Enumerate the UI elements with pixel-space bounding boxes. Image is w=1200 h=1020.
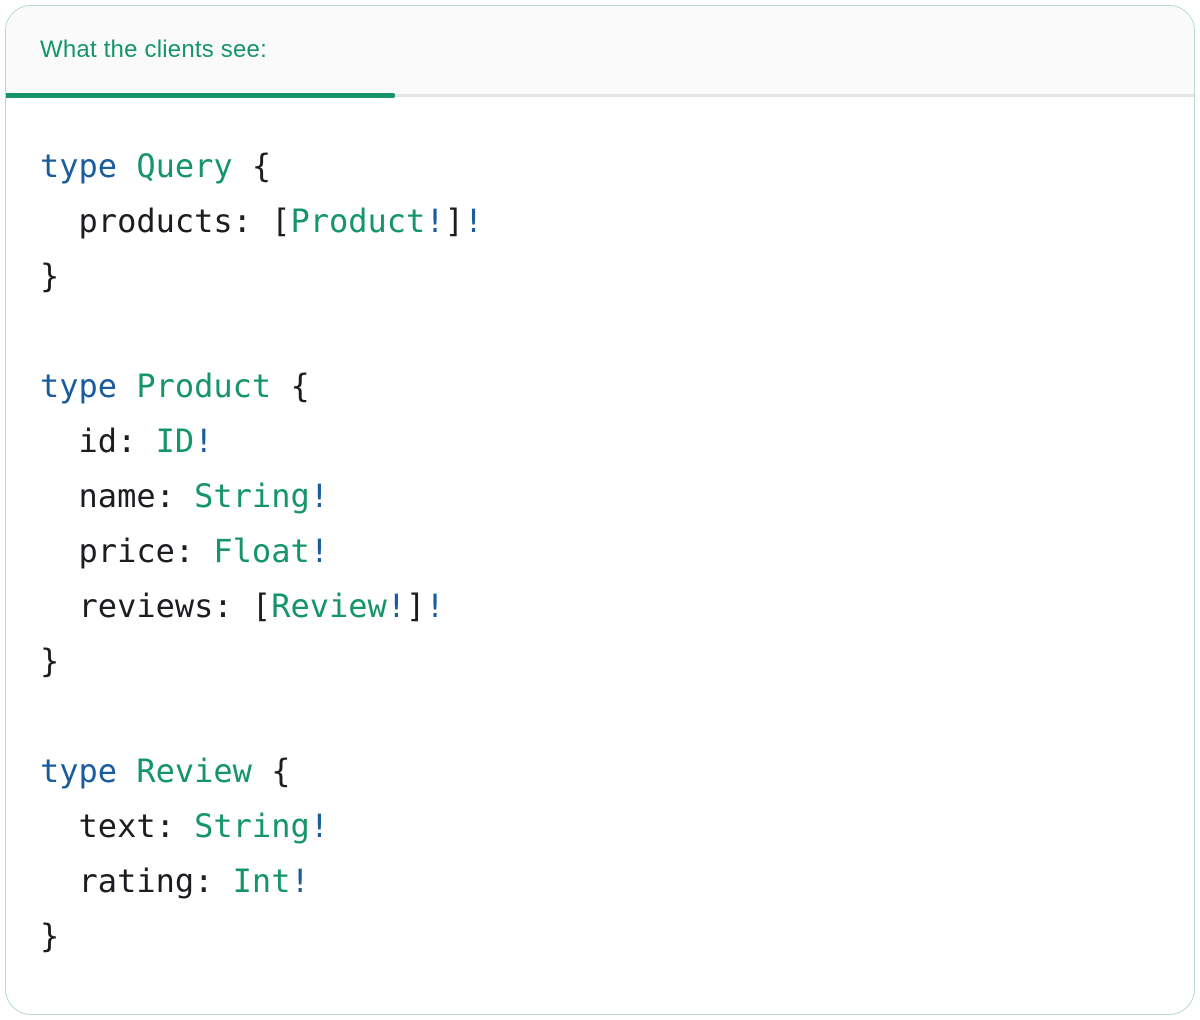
- code-token-plain: {: [271, 367, 310, 405]
- code-token-plain: [117, 752, 136, 790]
- code-token-typename: Product: [290, 202, 426, 240]
- code-line: type Review {: [40, 744, 1164, 799]
- code-token-keyword: type: [40, 752, 118, 790]
- code-line: name: String!: [40, 469, 1164, 524]
- code-token-bang: !: [425, 587, 445, 625]
- code-token-typename: ID: [155, 422, 195, 460]
- code-token-bang: !: [309, 532, 329, 570]
- schema-card: What the clients see: type Query { produ…: [5, 5, 1195, 1015]
- code-token-bang: !: [290, 862, 310, 900]
- code-line: [40, 689, 1164, 744]
- code-token-plain: [117, 147, 136, 185]
- code-token-plain: ]: [444, 202, 464, 240]
- tab-bar: What the clients see:: [6, 6, 1194, 98]
- code-line: price: Float!: [40, 524, 1164, 579]
- code-line: }: [40, 909, 1164, 964]
- code-line: type Query {: [40, 139, 1164, 194]
- code-token-typename: Product: [136, 367, 272, 405]
- tab-what-clients-see[interactable]: What the clients see:: [6, 6, 395, 98]
- code-token-plain: {: [251, 752, 291, 790]
- code-token-plain: price:: [40, 532, 214, 570]
- code-token-bang: !: [194, 422, 214, 460]
- code-token-plain: id:: [40, 422, 156, 460]
- code-token-typename: Query: [136, 147, 233, 185]
- code-token-plain: rating:: [40, 862, 233, 900]
- code-line: id: ID!: [40, 414, 1164, 469]
- code-token-typename: Float: [213, 532, 310, 570]
- code-line: }: [40, 249, 1164, 304]
- active-tab-indicator: [6, 93, 395, 98]
- code-token-typename: Review: [271, 587, 387, 625]
- code-line: type Product {: [40, 359, 1164, 414]
- code-token-typename: Review: [136, 752, 252, 790]
- graphql-schema-code: type Query { products: [Product!]!} type…: [40, 139, 1164, 964]
- code-token-plain: }: [40, 917, 60, 955]
- code-block: type Query { products: [Product!]!} type…: [6, 97, 1194, 964]
- code-token-plain: reviews: [: [40, 587, 272, 625]
- tab-label: What the clients see:: [40, 36, 267, 63]
- code-token-bang: !: [463, 202, 484, 240]
- code-token-bang: !: [425, 202, 445, 240]
- code-token-plain: {: [232, 147, 272, 185]
- code-token-bang: !: [309, 477, 329, 515]
- code-token-plain: [117, 367, 136, 405]
- code-line: text: String!: [40, 799, 1164, 854]
- code-line: products: [Product!]!: [40, 194, 1164, 249]
- code-token-keyword: type: [40, 147, 118, 185]
- code-token-typename: String: [194, 807, 310, 845]
- code-token-plain: }: [40, 642, 60, 680]
- code-line: rating: Int!: [40, 854, 1164, 909]
- code-token-plain: }: [40, 257, 60, 295]
- code-token-keyword: type: [40, 367, 118, 405]
- code-line: }: [40, 634, 1164, 689]
- code-token-plain: products: [: [40, 202, 291, 240]
- code-token-plain: ]: [406, 587, 426, 625]
- code-line: [40, 304, 1164, 359]
- code-token-typename: Int: [232, 862, 291, 900]
- code-line: reviews: [Review!]!: [40, 579, 1164, 634]
- code-token-typename: String: [194, 477, 310, 515]
- code-token-plain: name:: [40, 477, 195, 515]
- code-token-plain: text:: [40, 807, 195, 845]
- code-token-bang: !: [386, 587, 407, 625]
- code-token-bang: !: [309, 807, 329, 845]
